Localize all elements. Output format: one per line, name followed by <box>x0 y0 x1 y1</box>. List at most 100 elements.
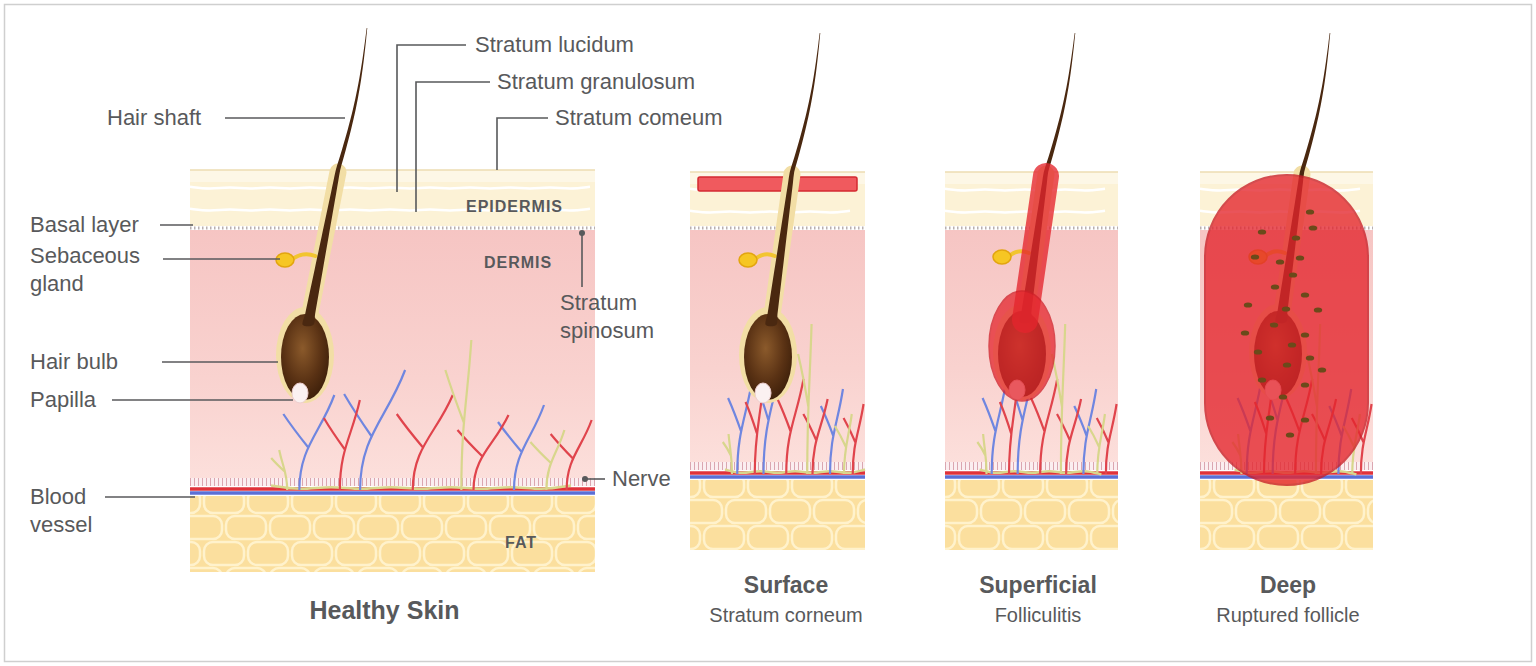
deep-infection <box>1205 175 1368 485</box>
stratum-corneum-layer <box>945 172 1118 184</box>
fat-cell <box>690 526 700 549</box>
skin-surface <box>1200 171 1373 173</box>
epidermis-layer <box>190 170 595 228</box>
fat-cell <box>314 516 354 539</box>
skin-panel: SurfaceStratum corneum <box>690 170 865 630</box>
fat-cell <box>1236 500 1276 523</box>
fat-cell <box>490 568 530 572</box>
dermis-layer <box>190 228 595 478</box>
fat-cell <box>1258 526 1298 549</box>
leader-line <box>162 361 278 363</box>
fat-cell <box>1324 500 1364 523</box>
skin-panel: Healthy SkinEPIDERMISDERMISFAT <box>190 170 595 630</box>
fat-cell <box>858 500 865 523</box>
leader-line <box>105 496 195 498</box>
debris-dot <box>1286 432 1294 437</box>
debris-dot <box>1318 367 1326 372</box>
fat-cell <box>814 500 854 523</box>
fat-cell <box>748 526 788 549</box>
fat-cell <box>468 496 508 513</box>
panel-title: Healthy Skin <box>182 595 587 625</box>
skin-surface <box>690 171 865 173</box>
fat-cell <box>1368 500 1373 523</box>
debris-dot <box>1244 302 1252 307</box>
vessel-branch <box>498 405 544 490</box>
fat-cells <box>945 480 1118 549</box>
skin-section <box>160 28 618 591</box>
fat-cell <box>836 526 865 549</box>
fat-cell <box>1069 500 1109 523</box>
vein-line <box>690 475 865 479</box>
frame <box>5 5 1532 662</box>
vessel-branch <box>271 450 287 490</box>
fat-cell <box>945 526 955 549</box>
debris-dot <box>1288 342 1296 347</box>
fat-cell <box>1200 500 1232 523</box>
panel-subtitle: Folliculitis <box>918 603 1158 627</box>
debris-dot <box>1241 330 1249 335</box>
fat-cell <box>792 480 832 497</box>
fat-cell <box>1302 526 1342 549</box>
sebaceous-gland <box>276 253 294 267</box>
fat-cell <box>1091 526 1118 549</box>
panel-title: Surface <box>666 571 906 599</box>
leader-line <box>581 233 583 287</box>
part-label: Stratum granulosum <box>497 68 757 96</box>
fat-cell <box>704 526 744 549</box>
fat-cell <box>190 496 200 513</box>
fat-cell <box>402 568 442 572</box>
part-label: Stratum lucidum <box>475 31 735 59</box>
dermis-band: DERMIS <box>190 228 595 478</box>
dermis-base-band <box>945 462 1118 470</box>
vessel-branch <box>821 389 843 474</box>
fat-cell <box>959 526 999 549</box>
debris-dot <box>1301 382 1309 387</box>
fat-cell <box>1214 480 1254 497</box>
part-label: Hair bulb <box>30 348 190 376</box>
leader-dot <box>579 230 585 236</box>
vessel-branch <box>835 414 852 474</box>
dermis-base-ticks <box>945 462 1118 470</box>
fat-cell <box>556 496 595 513</box>
hair-shaft <box>765 33 820 326</box>
fat-cell <box>226 516 266 539</box>
panel-title: Deep <box>1168 571 1408 599</box>
debris-dot <box>1282 306 1290 311</box>
vessel-branch <box>397 395 453 490</box>
dermis-base-band <box>190 478 595 486</box>
leader-line <box>225 117 345 119</box>
fat-cell <box>1113 500 1118 523</box>
fat-cell <box>690 500 722 523</box>
vessel-branch <box>798 324 812 474</box>
fat-layer <box>690 480 865 550</box>
skin-section <box>1170 33 1408 550</box>
fat-cell <box>792 526 832 549</box>
fat-cell <box>1214 526 1254 549</box>
basal-ticks <box>190 227 595 230</box>
debris-dot <box>1251 254 1259 259</box>
leader-line <box>416 82 490 212</box>
fat-cell <box>336 496 376 513</box>
fat-band: FAT <box>190 496 595 572</box>
vessel-branch <box>324 400 360 490</box>
leader-line <box>497 118 548 170</box>
skin-surface <box>945 171 1118 173</box>
fat-cell <box>358 568 398 572</box>
papilla <box>755 383 771 403</box>
fat-cell <box>981 500 1021 523</box>
debris-dot <box>1301 332 1309 337</box>
fat-cell <box>248 496 288 513</box>
part-label: Blood vessel <box>30 483 130 539</box>
vessel-branch <box>458 415 509 490</box>
fat-cell <box>836 480 865 497</box>
fat-cells <box>690 480 865 549</box>
debris-dot <box>1276 259 1284 264</box>
fat-cell <box>704 480 744 497</box>
fat-cell <box>226 568 266 572</box>
panel-subtitle: Ruptured follicle <box>1168 603 1408 627</box>
fat-cell <box>1047 526 1087 549</box>
vessel-branch <box>723 434 732 474</box>
fat-cell <box>512 496 552 513</box>
layer-name: FAT <box>505 533 585 553</box>
